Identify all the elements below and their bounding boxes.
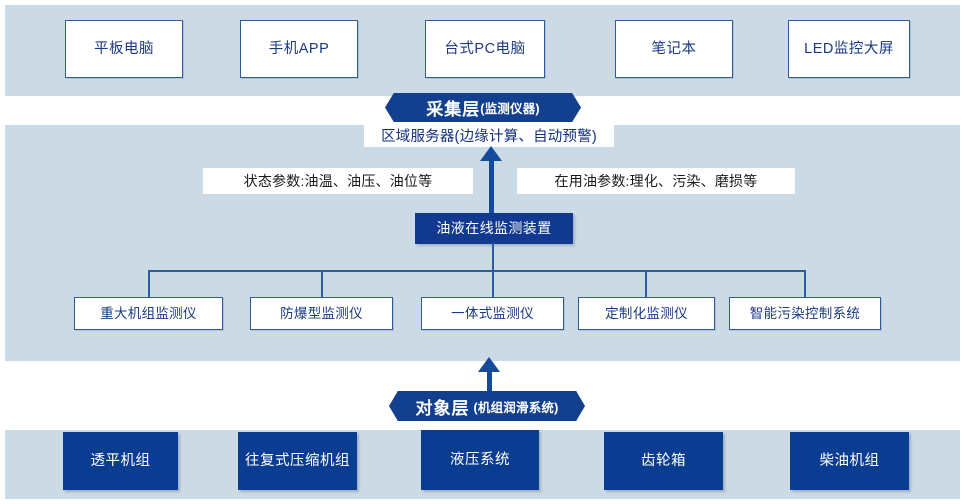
device-node-label: 油液在线监测装置 xyxy=(436,220,552,237)
object-layer-banner-subtitle: (机组润滑系统) xyxy=(473,400,559,415)
device-node-integrated-monitor[interactable]: 一体式监测仪 xyxy=(421,297,564,330)
device-node-label: 重大机组监测仪 xyxy=(100,305,197,321)
display-node-laptop[interactable]: 笔记本 xyxy=(615,20,733,78)
display-node-tablet[interactable]: 平板电脑 xyxy=(65,20,183,78)
tree-bus-connector xyxy=(148,270,806,272)
object-node-reciprocating-compressor[interactable]: 往复式压缩机组 xyxy=(238,432,357,490)
collect-layer-banner-subtitle: (监测仪器) xyxy=(480,102,540,116)
object-node-label: 液压系统 xyxy=(450,451,510,468)
object-node-gearbox[interactable]: 齿轮箱 xyxy=(604,432,723,490)
upward-arrow-shaft-collect xyxy=(489,157,494,215)
display-node-desktop-pc[interactable]: 台式PC电脑 xyxy=(425,20,545,78)
collect-layer-banner-title: 采集层 xyxy=(426,100,481,119)
device-node-label: 定制化监测仪 xyxy=(605,305,688,321)
upward-arrow-shaft-object xyxy=(487,368,492,395)
display-node-label: 手机APP xyxy=(268,40,330,57)
object-node-label: 齿轮箱 xyxy=(641,452,686,469)
oil-online-monitoring-device-node[interactable]: 油液在线监测装置 xyxy=(415,213,573,244)
state-parameter-label: 状态参数:油温、油压、油位等 xyxy=(203,168,473,194)
display-node-led-screen[interactable]: LED监控大屏 xyxy=(788,20,910,78)
device-node-smart-contamination-control[interactable]: 智能污染控制系统 xyxy=(729,297,881,330)
device-node-label: 智能污染控制系统 xyxy=(749,305,861,321)
object-layer-banner: 对象层 (机组润滑系统) xyxy=(389,391,585,421)
region-server-label: 区域服务器(边缘计算、自动预警) xyxy=(364,124,614,147)
device-node-customized-monitor[interactable]: 定制化监测仪 xyxy=(578,297,715,330)
tree-drop-connector-5 xyxy=(804,270,806,298)
upward-arrow-icon-collect xyxy=(480,146,502,161)
object-node-diesel-unit[interactable]: 柴油机组 xyxy=(790,432,909,490)
region-server-text: 区域服务器(边缘计算、自动预警) xyxy=(381,129,597,145)
object-node-label: 柴油机组 xyxy=(819,452,880,469)
display-node-label: 台式PC电脑 xyxy=(444,40,526,57)
object-layer-banner-title: 对象层 xyxy=(415,398,470,418)
object-node-label: 透平机组 xyxy=(90,452,151,469)
tree-drop-connector-4 xyxy=(645,270,647,298)
object-node-hydraulic-system[interactable]: 液压系统 xyxy=(421,430,539,490)
object-node-label: 往复式压缩机组 xyxy=(245,452,350,469)
tree-drop-connector-3 xyxy=(492,270,494,298)
oil-parameter-text: 在用油参数:理化、污染、磨损等 xyxy=(554,173,758,189)
upward-arrow-icon-object xyxy=(478,357,500,372)
display-node-label: 平板电脑 xyxy=(94,40,154,57)
state-parameter-text: 状态参数:油温、油压、油位等 xyxy=(243,173,433,189)
collect-layer-banner: 采集层 (监测仪器) xyxy=(385,93,581,122)
tree-trunk-connector xyxy=(492,243,494,271)
device-node-label: 一体式监测仪 xyxy=(451,305,534,321)
display-node-label: LED监控大屏 xyxy=(804,40,894,57)
tree-drop-connector-2 xyxy=(321,270,323,298)
tree-drop-connector-1 xyxy=(148,270,150,298)
device-node-major-unit-monitor[interactable]: 重大机组监测仪 xyxy=(74,297,223,330)
device-node-explosion-proof-monitor[interactable]: 防爆型监测仪 xyxy=(250,297,393,330)
display-node-mobile-app[interactable]: 手机APP xyxy=(240,20,358,78)
device-node-label: 防爆型监测仪 xyxy=(280,305,363,321)
display-node-label: 笔记本 xyxy=(651,40,697,57)
object-node-turbine-unit[interactable]: 透平机组 xyxy=(63,432,178,490)
oil-parameter-label: 在用油参数:理化、污染、磨损等 xyxy=(517,168,795,194)
